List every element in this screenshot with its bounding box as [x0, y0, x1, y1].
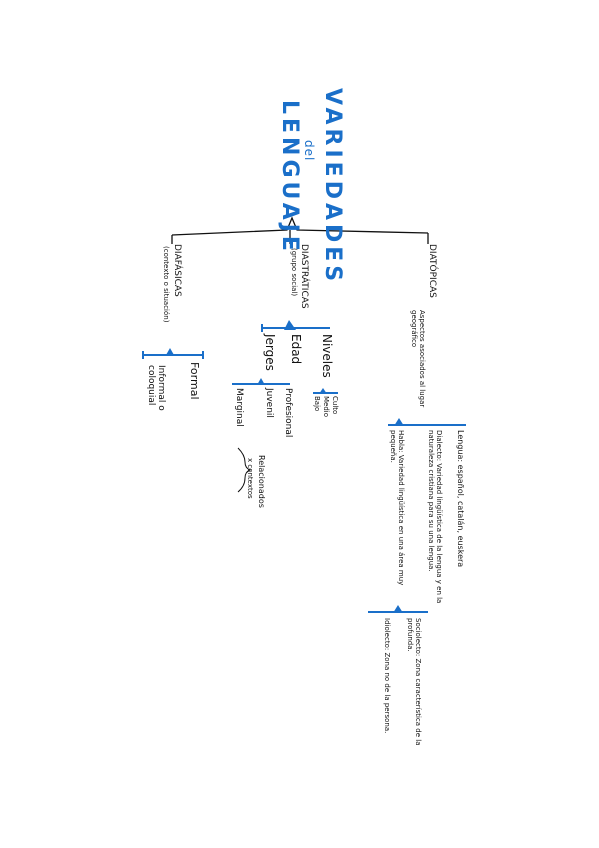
niveles-split-arrow: [319, 388, 327, 394]
relacionadas-label: Relacionados: [257, 455, 266, 508]
diastraticas-split-line: [261, 324, 330, 332]
jerges-item-juvenil: Juvenil: [264, 388, 274, 418]
dialecto-split-arrow: [393, 605, 403, 613]
diatopicas-lengua: Lengua: español, catalán, euskera: [456, 430, 465, 568]
diatopicas-label: DIATÓPICAS: [427, 244, 437, 298]
niveles-item-bajo: Bajo: [313, 396, 321, 412]
niveles-item-culto: Culto: [331, 396, 339, 415]
jerges-item-profesional: Profesional: [283, 388, 293, 438]
diatopicas-idiolecto: Idiolecto: Zona no de la persona.: [383, 618, 391, 734]
diafasicas-formal: Formal: [188, 362, 201, 400]
diafasicas-informal: Informal o coloquial: [145, 365, 166, 411]
diafasicas-split-arrow: [166, 348, 174, 355]
main-branch-line: [171, 216, 429, 236]
diafasicas-label: DIAFÁSICAS: [172, 244, 182, 297]
diafasicas-sub: (contexto o situación): [162, 246, 170, 323]
diastraticas-label: DIASTRÁTICAS: [299, 244, 309, 309]
relacionadas-sub: x contextos: [246, 458, 254, 499]
niveles-item-medio: Medio: [322, 396, 330, 418]
diatopicas-sociolecto: Sociolecto: Zona característica de la pr…: [405, 618, 422, 746]
diatopicas-habla: Habla: Variedad lingüística en una área …: [388, 430, 405, 586]
niveles-label: Niveles: [320, 334, 334, 378]
jerges-split-arrow: [257, 378, 265, 385]
diatopicas-split-arrow: [394, 418, 404, 426]
title-line-2: del: [302, 140, 316, 162]
diatopicas-sub: Aspectos asociados al lugar geográfico: [409, 310, 426, 408]
diatopicas-dialecto: Dialecto: Variedad lingüística de la len…: [426, 430, 443, 604]
relacionadas-brace: [237, 447, 252, 493]
jerges-label: Jerges: [263, 334, 277, 371]
diastraticas-sub: (grupo social): [290, 248, 298, 297]
title-line-3: LENGUAJE: [277, 100, 302, 255]
edad-label: Edad: [289, 334, 303, 365]
diastraticas-split-arrow: [284, 320, 296, 330]
jerges-item-marginal: Marginal: [234, 388, 244, 427]
title-line-1: VARIEDADES: [320, 88, 345, 286]
